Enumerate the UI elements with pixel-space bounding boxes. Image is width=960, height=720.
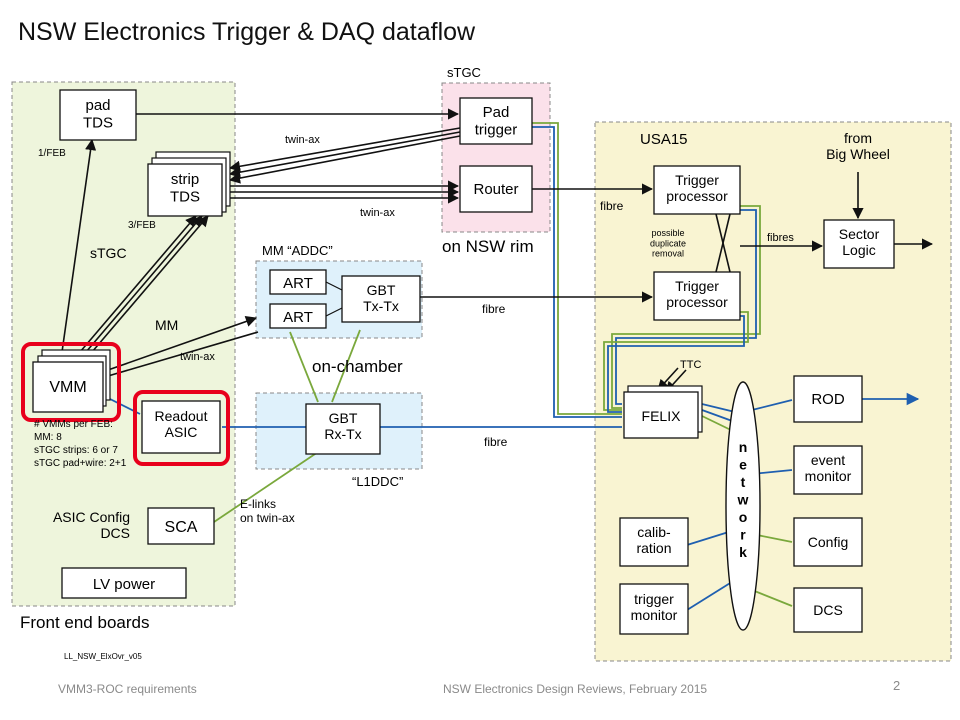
felix-stack: FELIX xyxy=(623,385,703,439)
felix-label: FELIX xyxy=(642,408,682,424)
sca-label: SCA xyxy=(165,519,198,536)
mm-path-label: MM xyxy=(155,317,178,333)
sca-box: SCA xyxy=(147,507,215,545)
art-1-label: ART xyxy=(283,275,313,292)
on-nsw-rim-label: on NSW rim xyxy=(442,237,534,256)
fibre-mid-label: fibre xyxy=(482,302,506,316)
footer-center: NSW Electronics Design Reviews, February… xyxy=(443,682,708,696)
twin-ax-upper-label: twin-ax xyxy=(285,134,320,146)
usa15-label: USA15 xyxy=(640,131,688,148)
vmm-note-1: MM: 8 xyxy=(34,432,62,443)
vmm-notes: # VMMs per FEB: MM: 8 sTGC strips: 6 or … xyxy=(34,419,127,469)
addc-label: MM “ADDC” xyxy=(262,243,333,258)
lv-power-box: LV power xyxy=(61,567,187,599)
twin-ax-lower-label: twin-ax xyxy=(360,207,395,219)
frontend-boards-label: Front end boards xyxy=(20,613,149,632)
router-label: Router xyxy=(473,181,518,198)
on-chamber-label: on-chamber xyxy=(312,357,403,376)
link-lines xyxy=(105,122,920,611)
pad-tds-count: 1/FEB xyxy=(38,148,66,159)
dcs-box: DCS xyxy=(793,587,863,633)
rod-box: ROD xyxy=(793,375,863,423)
footer-left: VMM3-ROC requirements xyxy=(58,682,197,696)
twin-ax-vmm-label: twin-ax xyxy=(180,351,215,363)
slide-title: NSW Electronics Trigger & DAQ dataflow xyxy=(18,18,476,46)
ttc-label: TTC xyxy=(680,359,701,371)
vmm-stack: VMM xyxy=(32,349,111,413)
stgc-rim-header: sTGC xyxy=(447,65,481,80)
art-2-label: ART xyxy=(283,309,313,326)
vmm-note-0: # VMMs per FEB: xyxy=(34,419,113,430)
strip-tds-count: 3/FEB xyxy=(128,220,156,231)
rod-label: ROD xyxy=(811,391,845,408)
config-box: Config xyxy=(793,517,863,567)
dcs-label: DCS xyxy=(813,602,843,618)
fibre-low-label: fibre xyxy=(484,435,508,449)
stgc-path-label: sTGC xyxy=(90,245,127,261)
art-box-2: ART xyxy=(269,303,327,329)
art-to-gbt-links xyxy=(325,281,343,317)
calibration-label: calib-ration xyxy=(636,524,671,556)
calibration-box: calib-ration xyxy=(619,517,689,567)
signal-arrows xyxy=(61,108,934,393)
lv-power-label: LV power xyxy=(93,576,155,593)
art-box-1: ART xyxy=(269,269,327,295)
version-tag: LL_NSW_ElxOvr_v05 xyxy=(64,652,142,661)
fibres-label: fibres xyxy=(767,232,794,244)
page-number: 2 xyxy=(893,678,901,693)
readout-asic-highlight xyxy=(133,390,230,466)
vmm-note-2: sTGC strips: 6 or 7 xyxy=(34,445,118,456)
fibre-top-label: fibre xyxy=(600,199,624,213)
router-box: Router xyxy=(459,165,533,213)
vmm-label: VMM xyxy=(49,379,86,396)
config-label: Config xyxy=(808,534,848,550)
vmm-highlight xyxy=(21,342,121,422)
l1ddc-label: “L1DDC” xyxy=(352,474,403,489)
vmm-note-3: sTGC pad+wire: 2+1 xyxy=(34,458,127,469)
